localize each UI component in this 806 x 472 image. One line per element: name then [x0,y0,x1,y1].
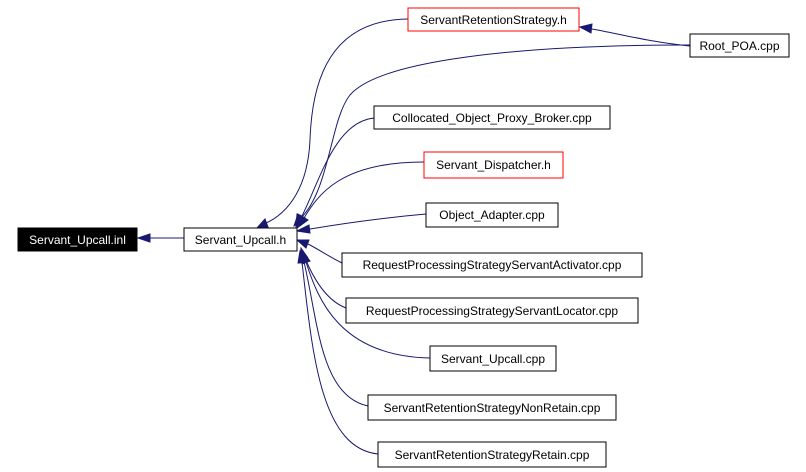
node-box [17,227,138,252]
node-box [341,252,643,278]
graph-nodes: Servant_Upcall.inl Servant_Upcall.h Serv… [17,7,790,468]
node-box [425,202,559,228]
node-box [183,227,298,252]
node-servant-upcall-h[interactable]: Servant_Upcall.h [183,227,298,252]
node-label: ServantRetentionStrategyNonRetain.cpp [384,401,601,415]
node-rps-servant-locator-cpp[interactable]: RequestProcessingStrategyServantLocator.… [345,297,639,324]
edge-collocated-broker-to-upcall-h [301,117,375,217]
node-label: Servant_Upcall.cpp [441,352,545,366]
graph-edges [136,18,691,455]
node-servant-retention-strategy-h[interactable]: ServantRetentionStrategy.h [407,7,580,32]
node-box [367,394,617,421]
edge-rps-locator-to-upcall-h [304,257,347,309]
arrowhead-upcall-h-6 [295,239,310,249]
node-label: RequestProcessingStrategyServantLocator.… [366,304,618,318]
node-label: ServantRetentionStrategyRetain.cpp [395,448,590,462]
node-box [377,441,607,468]
arrowhead-servant-upcall-inl [136,233,151,243]
node-label: Servant_Dispatcher.h [436,158,551,172]
node-label: ServantRetentionStrategy.h [420,13,567,27]
edge-servant-upcall-cpp-to-upcall-h [305,261,431,359]
arrowhead-retention-strategy-h [578,23,593,34]
node-srs-retain-cpp[interactable]: ServantRetentionStrategyRetain.cpp [377,441,607,468]
edge-object-adapter-to-upcall-h [309,213,427,230]
node-box [345,297,639,324]
node-box [423,151,564,179]
node-object-adapter-cpp[interactable]: Object_Adapter.cpp [425,202,559,228]
node-box [689,33,790,58]
arrowhead-upcall-h-4 [296,214,309,230]
edge-root-poa-to-retention-strategy-h [591,28,691,47]
node-label: Servant_Upcall.h [195,233,286,247]
node-box [373,105,611,130]
node-label: Collocated_Object_Proxy_Broker.cpp [392,111,592,125]
node-srs-non-retain-cpp[interactable]: ServantRetentionStrategyNonRetain.cpp [367,394,617,421]
node-label: Servant_Upcall.inl [29,233,126,247]
node-label: Root_POA.cpp [699,39,779,53]
arrowhead-upcall-h-5 [295,224,311,234]
edge-retention-strategy-h-to-upcall-h [263,18,409,225]
node-root-poa-cpp[interactable]: Root_POA.cpp [689,33,790,58]
edge-servant-dispatcher-h-to-upcall-h [303,161,425,219]
edge-rps-activator-to-upcall-h [307,243,343,264]
node-servant-upcall-inl[interactable]: Servant_Upcall.inl [17,227,138,252]
node-servant-dispatcher-h[interactable]: Servant_Dispatcher.h [423,151,564,179]
node-box [429,345,557,372]
arrowhead-upcall-h-1 [255,218,269,229]
arrowhead-upcall-h-10 [297,249,307,264]
edge-srs-retain-to-upcall-h [301,261,379,455]
edge-srs-nonretain-to-upcall-h [303,261,369,407]
node-servant-upcall-cpp[interactable]: Servant_Upcall.cpp [429,345,557,372]
node-rps-servant-activator-cpp[interactable]: RequestProcessingStrategyServantActivato… [341,252,643,278]
edge-root-poa-to-upcall-h [299,44,691,220]
node-label: RequestProcessingStrategyServantActivato… [363,258,622,272]
node-collocated-object-proxy-broker-cpp[interactable]: Collocated_Object_Proxy_Broker.cpp [373,105,611,130]
node-label: Object_Adapter.cpp [439,208,545,222]
node-box [407,7,580,32]
